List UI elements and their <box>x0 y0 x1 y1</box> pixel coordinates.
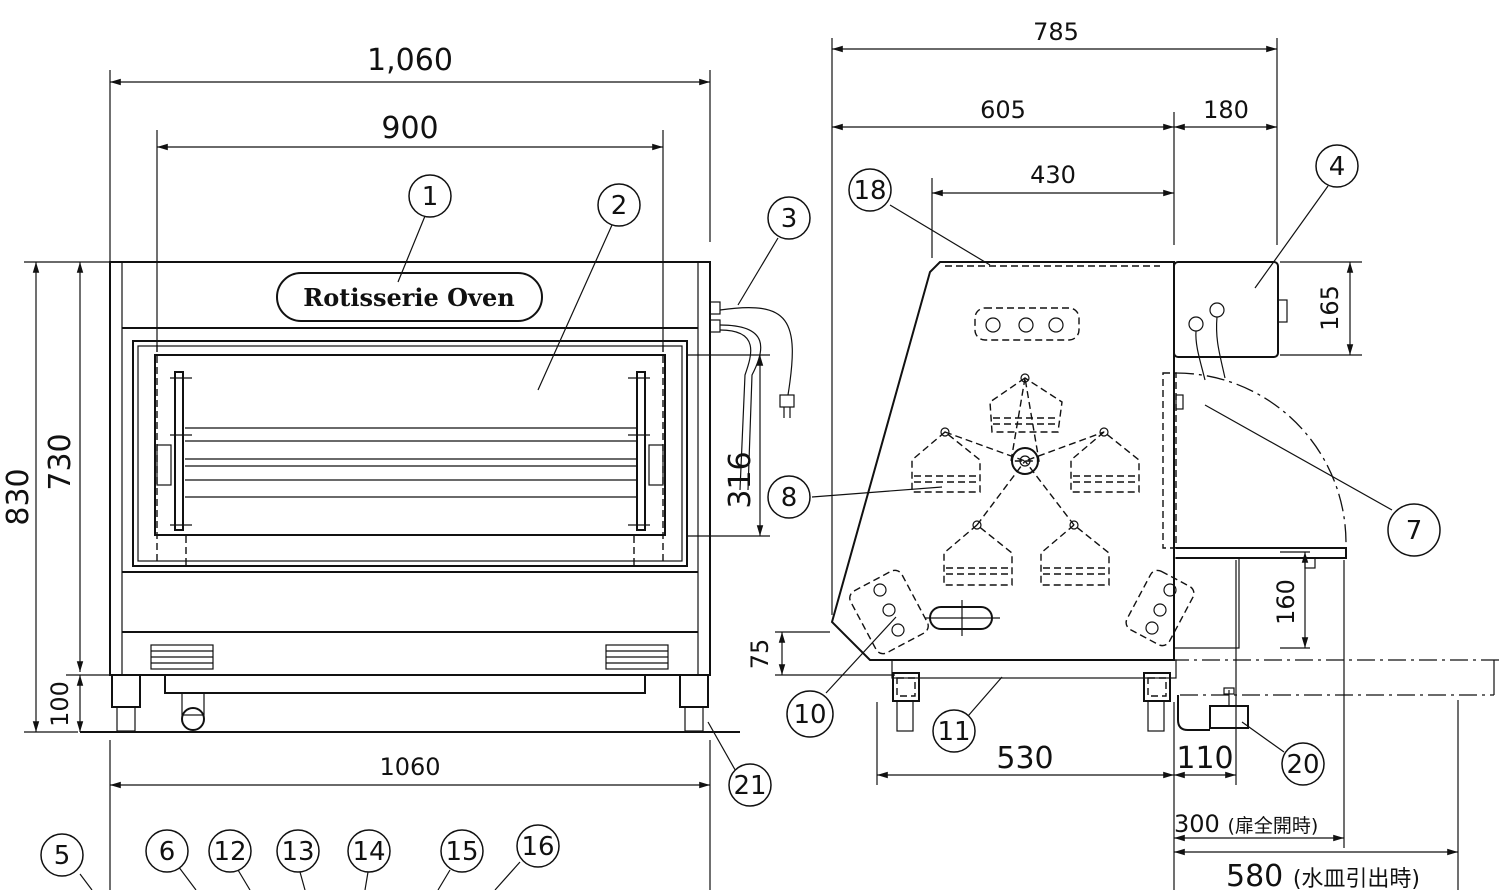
callout-15: 15 <box>440 829 484 873</box>
callout-18: 18 <box>848 168 892 212</box>
svg-text:1: 1 <box>422 182 439 212</box>
callout-10: 10 <box>786 690 834 738</box>
rotisserie-spit-assembly <box>911 373 1140 586</box>
svg-text:14: 14 <box>352 837 385 867</box>
svg-text:8: 8 <box>781 483 798 513</box>
callout-12: 12 <box>208 829 252 873</box>
svg-text:7: 7 <box>1406 516 1423 546</box>
callout-7: 7 <box>1387 503 1441 557</box>
callout-21: 21 <box>728 763 772 807</box>
svg-text:12: 12 <box>213 837 246 867</box>
callout-14: 14 <box>347 829 391 873</box>
front-view: 1,060 900 830 730 100 Rotisserie Oven <box>1 43 795 890</box>
dim-side-top-width: 430 <box>1030 161 1076 189</box>
callout-8: 8 <box>767 475 811 519</box>
svg-text:15: 15 <box>445 837 478 867</box>
dim-side-overall-depth: 785 <box>1033 18 1079 46</box>
svg-text:20: 20 <box>1286 750 1319 780</box>
svg-text:2: 2 <box>611 191 628 221</box>
svg-text:21: 21 <box>733 771 766 801</box>
product-label: Rotisserie Oven <box>303 283 514 312</box>
dim-front-leg-height: 100 <box>46 681 74 727</box>
dim-side-bevel-height: 75 <box>746 639 774 670</box>
callout-2: 2 <box>597 183 641 227</box>
dim-side-lower-height: 160 <box>1272 579 1300 625</box>
callout-3: 3 <box>767 196 811 240</box>
dim-side-body-depth: 605 <box>980 96 1026 124</box>
callout-6: 6 <box>145 829 189 873</box>
svg-text:6: 6 <box>159 837 176 867</box>
svg-text:18: 18 <box>853 176 886 206</box>
callout-20: 20 <box>1281 742 1325 786</box>
svg-text:5: 5 <box>54 841 71 871</box>
dim-front-window-height: 316 <box>723 451 758 508</box>
svg-text:3: 3 <box>781 204 798 234</box>
svg-text:16: 16 <box>521 832 554 862</box>
callout-13: 13 <box>276 829 320 873</box>
dim-front-overall-width: 1,060 <box>367 43 453 78</box>
side-view: 785 605 180 430 165 <box>746 18 1500 890</box>
callout-1: 1 <box>408 174 452 218</box>
product-nameplate <box>276 272 543 322</box>
callout-4: 4 <box>1315 144 1359 188</box>
dim-side-drain-offset: 110 <box>1176 741 1233 776</box>
callouts: 1 2 3 4 5 6 7 8 10 11 12 13 14 15 16 18 … <box>40 144 1441 877</box>
dim-front-inner-width: 900 <box>381 111 438 146</box>
dim-base-width: 1060 <box>379 753 440 781</box>
dim-front-body-height: 730 <box>43 433 78 490</box>
svg-text:10: 10 <box>793 700 826 730</box>
callout-leaders <box>79 185 1393 890</box>
svg-text:13: 13 <box>281 837 314 867</box>
dim-side-box-depth: 180 <box>1203 96 1249 124</box>
svg-text:4: 4 <box>1329 152 1346 182</box>
callout-5: 5 <box>40 833 84 877</box>
dim-door-open-clearance: 300 (扉全開時) <box>1174 810 1318 838</box>
dim-side-leg-span: 530 <box>996 741 1053 776</box>
callout-16: 16 <box>516 824 560 868</box>
callout-11: 11 <box>932 709 976 753</box>
svg-text:11: 11 <box>937 717 970 747</box>
dim-front-overall-height: 830 <box>1 468 36 525</box>
dim-side-box-height: 165 <box>1316 285 1344 331</box>
dim-tray-pull-clearance: 580 (水皿引出時) <box>1226 859 1420 890</box>
